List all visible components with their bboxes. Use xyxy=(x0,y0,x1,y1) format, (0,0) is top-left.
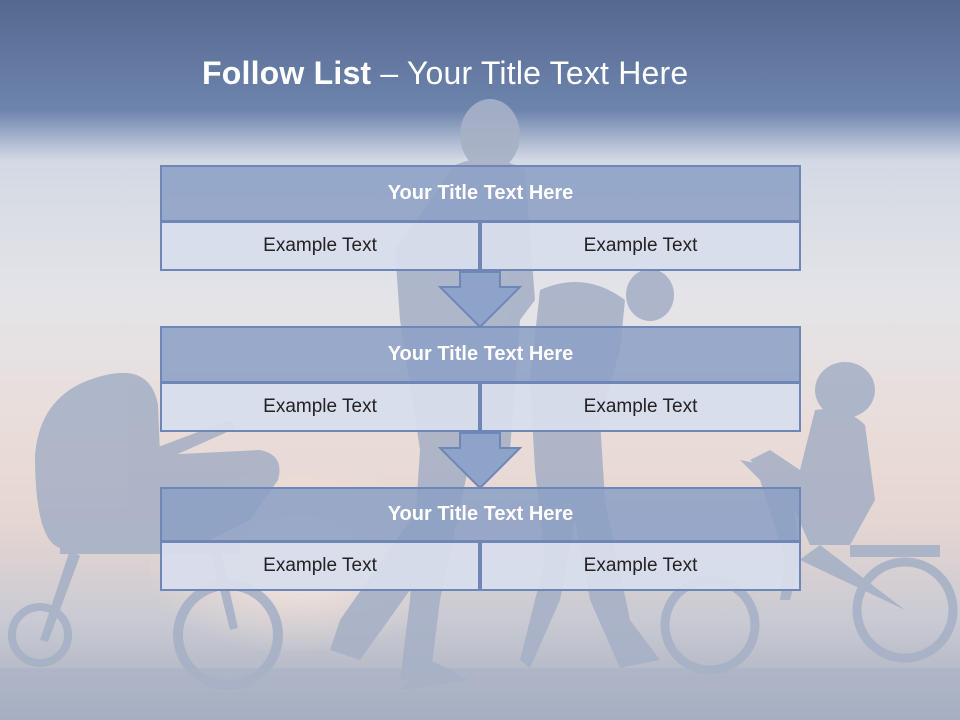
follow-list-block-2: Your Title Text Here Example Text Exampl… xyxy=(160,326,801,432)
example-text-right: Example Text xyxy=(480,542,801,591)
slide-title-bold: Follow List xyxy=(202,55,372,91)
example-text-right: Example Text xyxy=(480,222,801,271)
slide-title: Follow List – Your Title Text Here xyxy=(202,55,688,92)
example-text-left: Example Text xyxy=(160,383,480,432)
down-arrow-icon xyxy=(438,271,522,329)
example-text-left: Example Text xyxy=(160,222,480,271)
slide-title-rest: – Your Title Text Here xyxy=(371,55,689,91)
block-title: Your Title Text Here xyxy=(160,326,801,383)
down-arrow-icon xyxy=(438,432,522,490)
block-title: Your Title Text Here xyxy=(160,165,801,222)
follow-list-block-1: Your Title Text Here Example Text Exampl… xyxy=(160,165,801,271)
example-text-left: Example Text xyxy=(160,542,480,591)
follow-list-block-3: Your Title Text Here Example Text Exampl… xyxy=(160,487,801,591)
example-text-right: Example Text xyxy=(480,383,801,432)
block-title: Your Title Text Here xyxy=(160,487,801,542)
